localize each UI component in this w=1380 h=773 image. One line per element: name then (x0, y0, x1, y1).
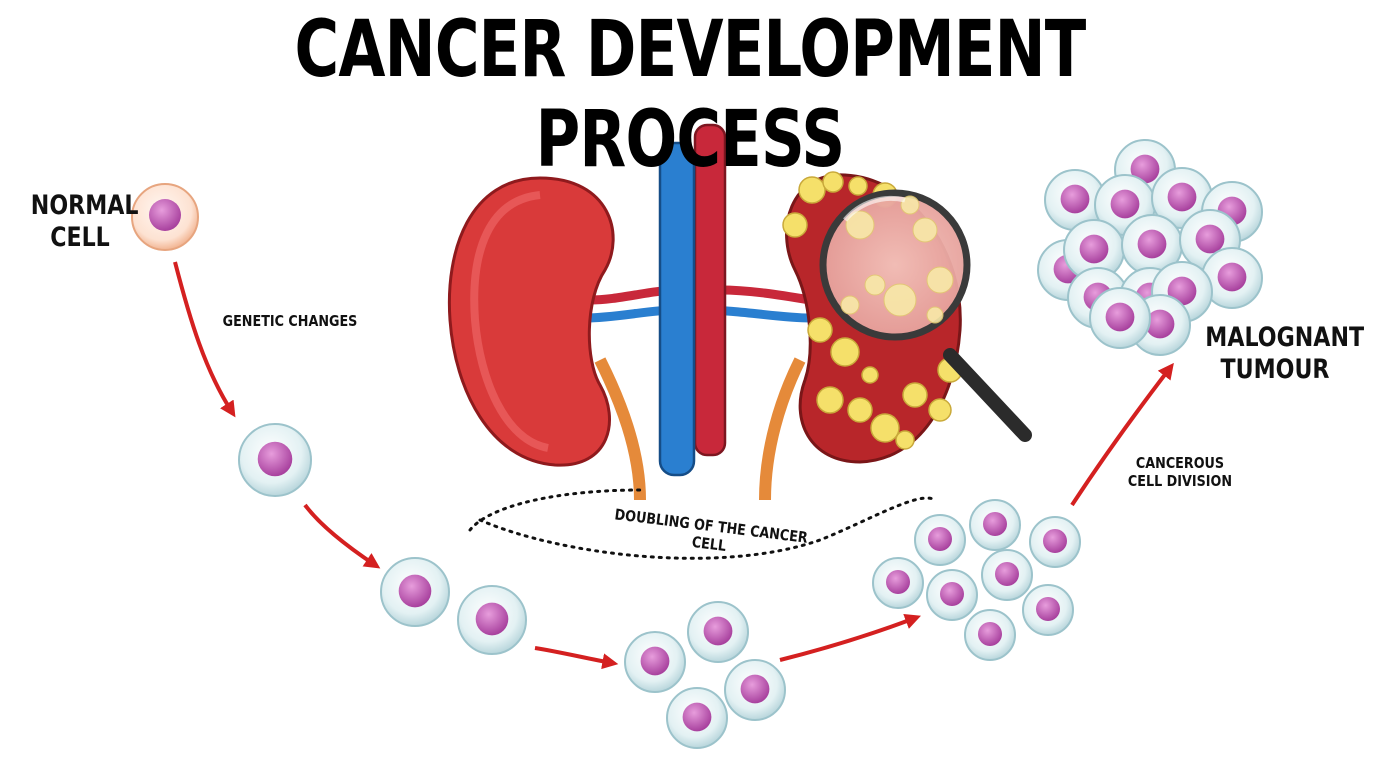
kidney-illustration (447, 123, 1032, 501)
normal-cell (131, 183, 199, 251)
cell-3 (457, 585, 527, 655)
cell-2 (380, 557, 450, 627)
arrow-3 (534, 646, 619, 670)
cell-11 (872, 557, 924, 609)
progression-arrows (173, 261, 1174, 670)
cell-13 (981, 549, 1033, 601)
arrow-1 (173, 261, 236, 418)
cell-6 (724, 659, 786, 721)
cell-5 (624, 631, 686, 693)
vena-cava (658, 141, 696, 477)
cancerous-division-label: CANCEROUS CELL DIVISION (1116, 454, 1244, 490)
right-ureter (759, 357, 806, 501)
arrow-4 (779, 613, 921, 662)
magnifying-glass-icon (819, 189, 1032, 442)
cancerous-label-line2: CELL DIVISION (1127, 471, 1233, 490)
genetic-changes-label: GENETIC CHANGES (222, 312, 358, 330)
cell-15 (964, 609, 1016, 661)
arrow-2 (303, 503, 381, 569)
cell-7 (666, 687, 728, 749)
cell-30 (1089, 287, 1151, 349)
cell-9 (969, 499, 1021, 551)
normal-cell-label-line1: NORMAL (30, 190, 139, 221)
cell-25 (1201, 247, 1263, 309)
cell-23 (1121, 214, 1183, 276)
cell-8 (914, 514, 966, 566)
cell-4 (687, 601, 749, 663)
arrow-5 (1070, 362, 1174, 507)
cancer-cells (238, 139, 1263, 749)
left-ureter (594, 357, 646, 501)
malignant-tumour-label: MALOGNANT TUMOUR (1205, 322, 1365, 386)
normal-cell-label: NORMAL CELL (30, 190, 139, 254)
cell-1 (238, 423, 312, 497)
normal-cell-label-line2: CELL (50, 221, 110, 253)
cell-10 (1029, 516, 1081, 568)
doubling-bracket (468, 488, 937, 560)
cell-12 (926, 569, 978, 621)
malignant-label-line2: TUMOUR (1220, 353, 1330, 385)
cell-14 (1022, 584, 1074, 636)
malignant-label-line1: MALOGNANT (1205, 322, 1365, 353)
page-title: CANCER DEVELOPMENT PROCESS (294, 5, 1087, 185)
cancerous-label-line1: CANCEROUS (1135, 454, 1225, 472)
